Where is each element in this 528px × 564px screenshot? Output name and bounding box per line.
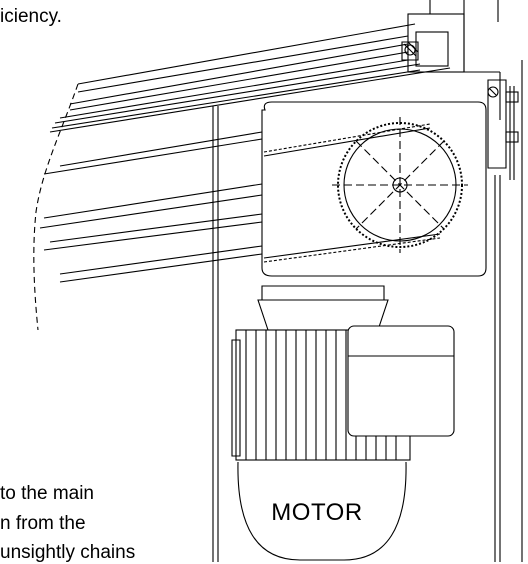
caption-line-3: unsightly chains	[0, 542, 136, 563]
mounting-bracket	[487, 60, 523, 562]
motor-label: MOTOR	[271, 499, 363, 526]
drive-pulley	[332, 117, 468, 253]
caption-line-1: to the main	[0, 483, 94, 504]
belt-guard	[261, 101, 487, 277]
frame-post	[212, 106, 501, 562]
caption-top-fragment: iciency.	[0, 6, 62, 27]
gearbox	[257, 285, 389, 331]
caption-line-2: n from the	[0, 513, 86, 534]
terminal-box	[347, 325, 455, 437]
drive-housing-top	[401, 0, 501, 120]
conveyor-rails	[33, 23, 451, 331]
